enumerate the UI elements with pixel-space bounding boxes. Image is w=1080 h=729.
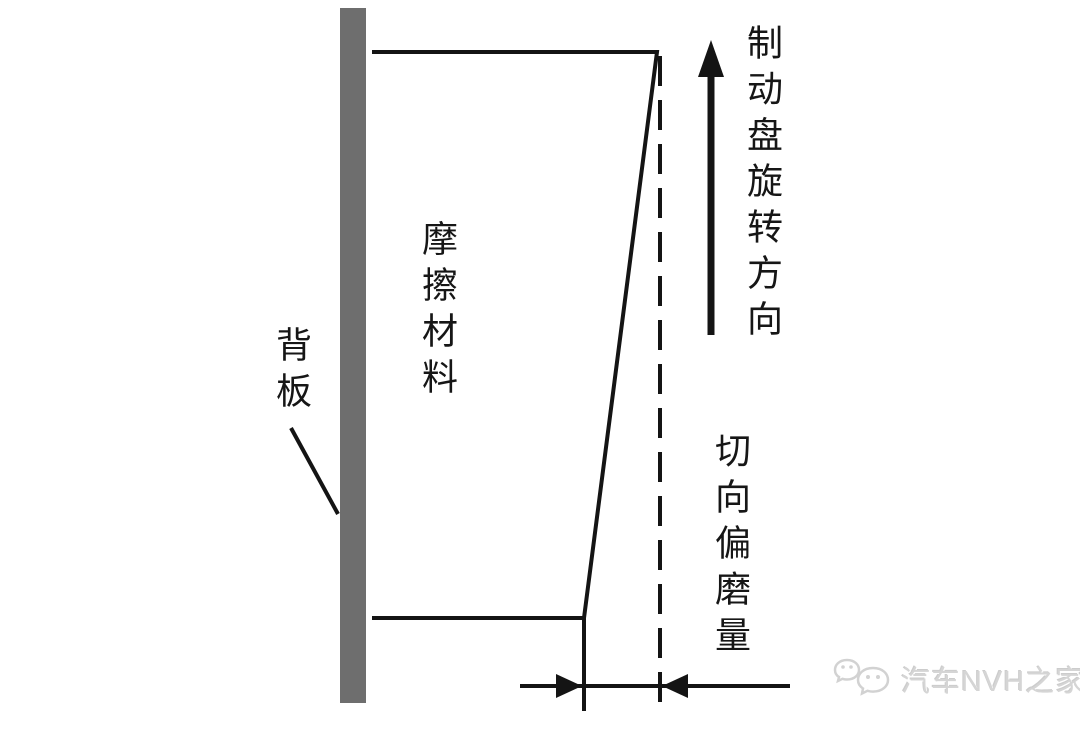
watermark: 汽车NVH之家: [833, 656, 1080, 702]
rotation-direction-arrow-icon: [698, 40, 724, 335]
friction-material-outline: [372, 50, 660, 620]
backing-plate-bar: [340, 8, 366, 703]
friction-material-label: 摩擦材料: [417, 220, 457, 404]
chat-bubbles-logo-icon: [833, 658, 890, 696]
backing-plate-leader-line: [289, 427, 340, 515]
tangential-wear-label: 切向偏磨量: [710, 432, 750, 662]
watermark-text: 汽车NVH之家: [901, 666, 1080, 698]
rotation-direction-label: 制动盘旋转方向: [742, 24, 782, 346]
wear-dimension-arrows-icon: [520, 674, 790, 698]
backing-plate-label: 背板: [271, 326, 311, 418]
